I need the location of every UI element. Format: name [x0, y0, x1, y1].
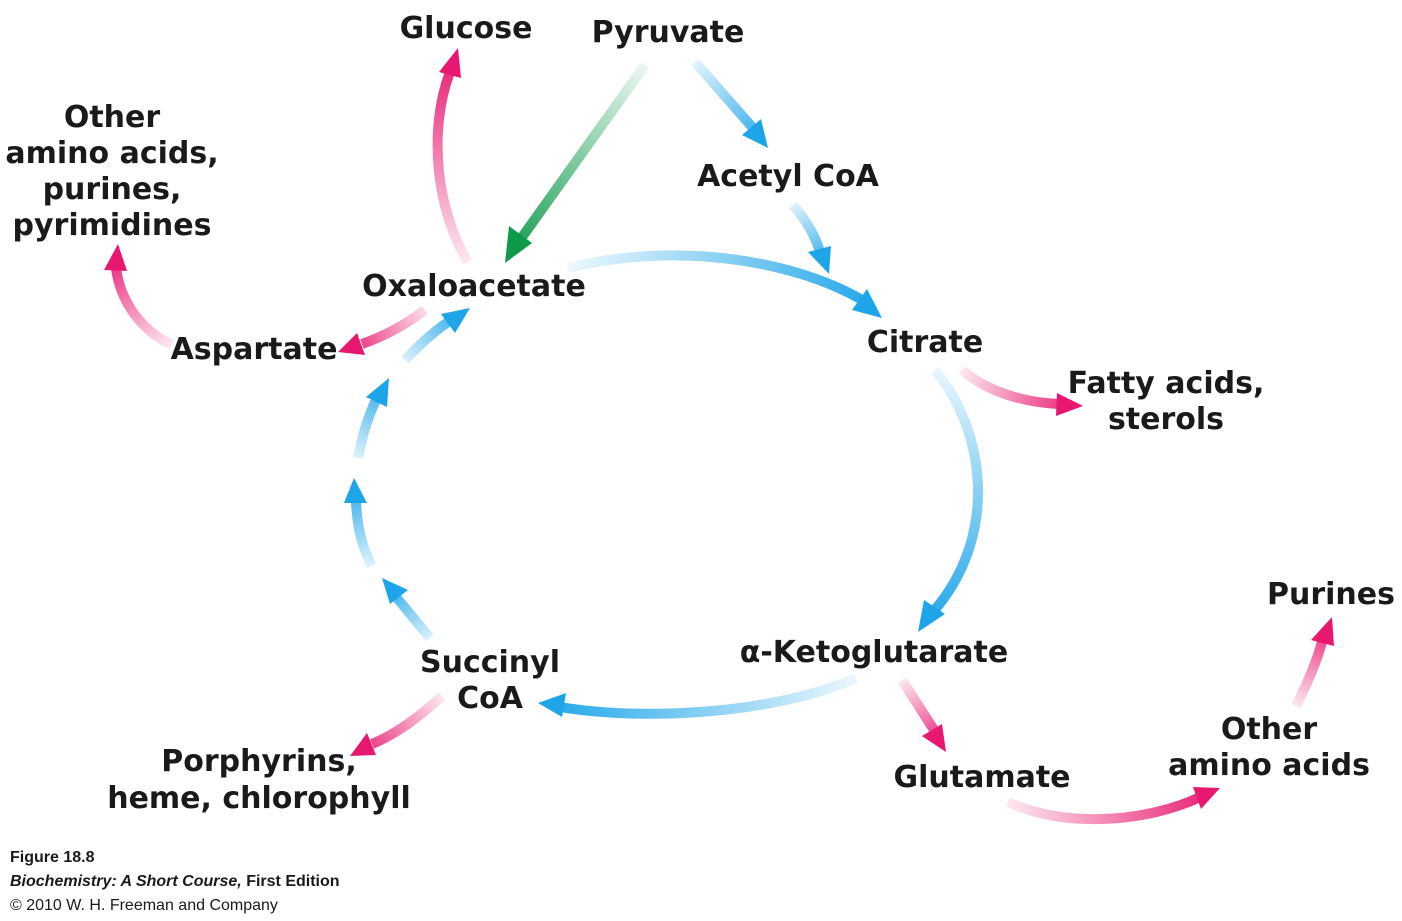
node-label-line: Fatty acids, — [1068, 366, 1265, 401]
node-label-line: Glutamate — [893, 760, 1070, 795]
book-title: Biochemistry: A Short Course, — [10, 873, 242, 890]
node-label-line: amino acids, — [5, 136, 218, 171]
arrowhead-other-amino-acids-to-purines — [1311, 617, 1334, 646]
arrow-other-amino-acids-to-purines — [1291, 640, 1327, 709]
arrow-oxaloacetate-to-citrate — [566, 250, 865, 305]
arrowhead-oxaloacetate-to-citrate — [852, 289, 882, 318]
book-edition: First Edition — [241, 873, 340, 890]
book-citation: Biochemistry: A Short Course, First Edit… — [10, 870, 340, 894]
node-label-line: Aspartate — [171, 332, 338, 367]
label-pyruvate: Pyruvate — [592, 15, 745, 50]
arrow-glutamate-to-other-amino-acids — [1005, 793, 1201, 825]
figure-number: Figure 18.8 — [10, 849, 95, 866]
node-label-line: Acetyl CoA — [697, 159, 880, 194]
arrow-citrate-to-fatty-acids — [958, 366, 1059, 409]
label-acetyl-coa: Acetyl CoA — [697, 159, 880, 194]
node-label-line: pyrimidines — [13, 208, 212, 243]
arrow-aspartate-to-other-amino-acids — [111, 267, 175, 350]
arrow-segment-1 — [393, 594, 434, 642]
arrowhead-segment-1 — [382, 578, 408, 604]
arrowhead-oxaloacetate-to-glucose — [439, 48, 461, 78]
label-glucose: Glucose — [400, 11, 533, 46]
arrow-oxaloacetate-to-glucose — [432, 70, 473, 265]
arrow-segment-3 — [353, 397, 381, 459]
arrowhead-acetyl-coa-to-citrate — [808, 246, 831, 274]
node-label-line: Glucose — [400, 11, 533, 46]
node-label-line: Pyruvate — [592, 15, 745, 50]
node-label-line: heme, chlorophyll — [107, 781, 411, 816]
arrowhead-pyruvate-to-oxaloacetate — [505, 226, 532, 263]
arrow-pyruvate-to-acetyl-coa — [691, 58, 757, 132]
arrowhead-succinyl-coa-to-porphyrins — [350, 733, 376, 756]
copyright-line: © 2010 W. H. Freeman and Company — [10, 897, 278, 914]
label-oxaloacetate: Oxaloacetate — [362, 269, 586, 304]
node-label-line: sterols — [1108, 402, 1224, 437]
node-label-line: Purines — [1267, 577, 1395, 612]
arrowhead-citrate-to-ketoglutarate — [918, 600, 945, 632]
node-label-line: CoA — [457, 681, 524, 716]
label-purines: Purines — [1267, 577, 1395, 612]
figure-caption: Figure 18.8 Biochemistry: A Short Course… — [10, 846, 340, 918]
label-fatty-acids-sterols: Fatty acids,sterols — [1068, 366, 1265, 437]
arrowhead-citrate-to-fatty-acids — [1056, 393, 1083, 416]
arrow-citrate-to-ketoglutarate — [929, 366, 984, 616]
arrow-acetyl-coa-to-citrate — [789, 201, 825, 254]
arrowhead-ketoglutarate-to-succinyl-coa — [538, 693, 566, 717]
arrow-pyruvate-to-oxaloacetate — [515, 62, 650, 243]
node-label-line: amino acids — [1168, 748, 1370, 783]
arrowhead-glutamate-to-other-amino-acids — [1193, 787, 1220, 809]
arrow-oxaloacetate-to-aspartate — [360, 305, 428, 349]
arrowhead-segment-2 — [344, 478, 367, 503]
node-label-line: Oxaloacetate — [362, 269, 586, 304]
arrow-succinyl-coa-to-porphyrins — [370, 692, 446, 749]
node-label-line: Other — [64, 100, 161, 135]
arrow-segment-2 — [351, 501, 377, 569]
arrowhead-aspartate-to-other-amino-acids — [104, 244, 127, 271]
arrow-ketoglutarate-to-succinyl-coa — [559, 673, 859, 719]
arrow-segment-4 — [401, 317, 451, 364]
arrowhead-segment-3 — [366, 378, 389, 407]
node-label-line: Succinyl — [420, 645, 560, 680]
label-ketoglutarate: α-Ketoglutarate — [740, 635, 1009, 670]
arrowhead-segment-4 — [441, 308, 470, 333]
label-aspartate: Aspartate — [171, 332, 338, 367]
label-citrate: Citrate — [867, 325, 983, 360]
arrowhead-ketoglutarate-to-glutamate — [922, 724, 946, 752]
arrow-ketoglutarate-to-glutamate — [897, 677, 939, 733]
node-label-line: purines, — [43, 172, 182, 207]
node-label-line: α-Ketoglutarate — [740, 635, 1009, 670]
label-porphyrins-heme-chlorophyll: Porphyrins,heme, chlorophyll — [107, 744, 411, 816]
node-label-line: Porphyrins, — [161, 744, 356, 779]
node-label-line: Other — [1221, 712, 1318, 747]
label-glutamate: Glutamate — [893, 760, 1070, 795]
arrowhead-oxaloacetate-to-aspartate — [338, 333, 365, 355]
node-label-line: Citrate — [867, 325, 983, 360]
arrowhead-pyruvate-to-acetyl-coa — [742, 119, 768, 148]
